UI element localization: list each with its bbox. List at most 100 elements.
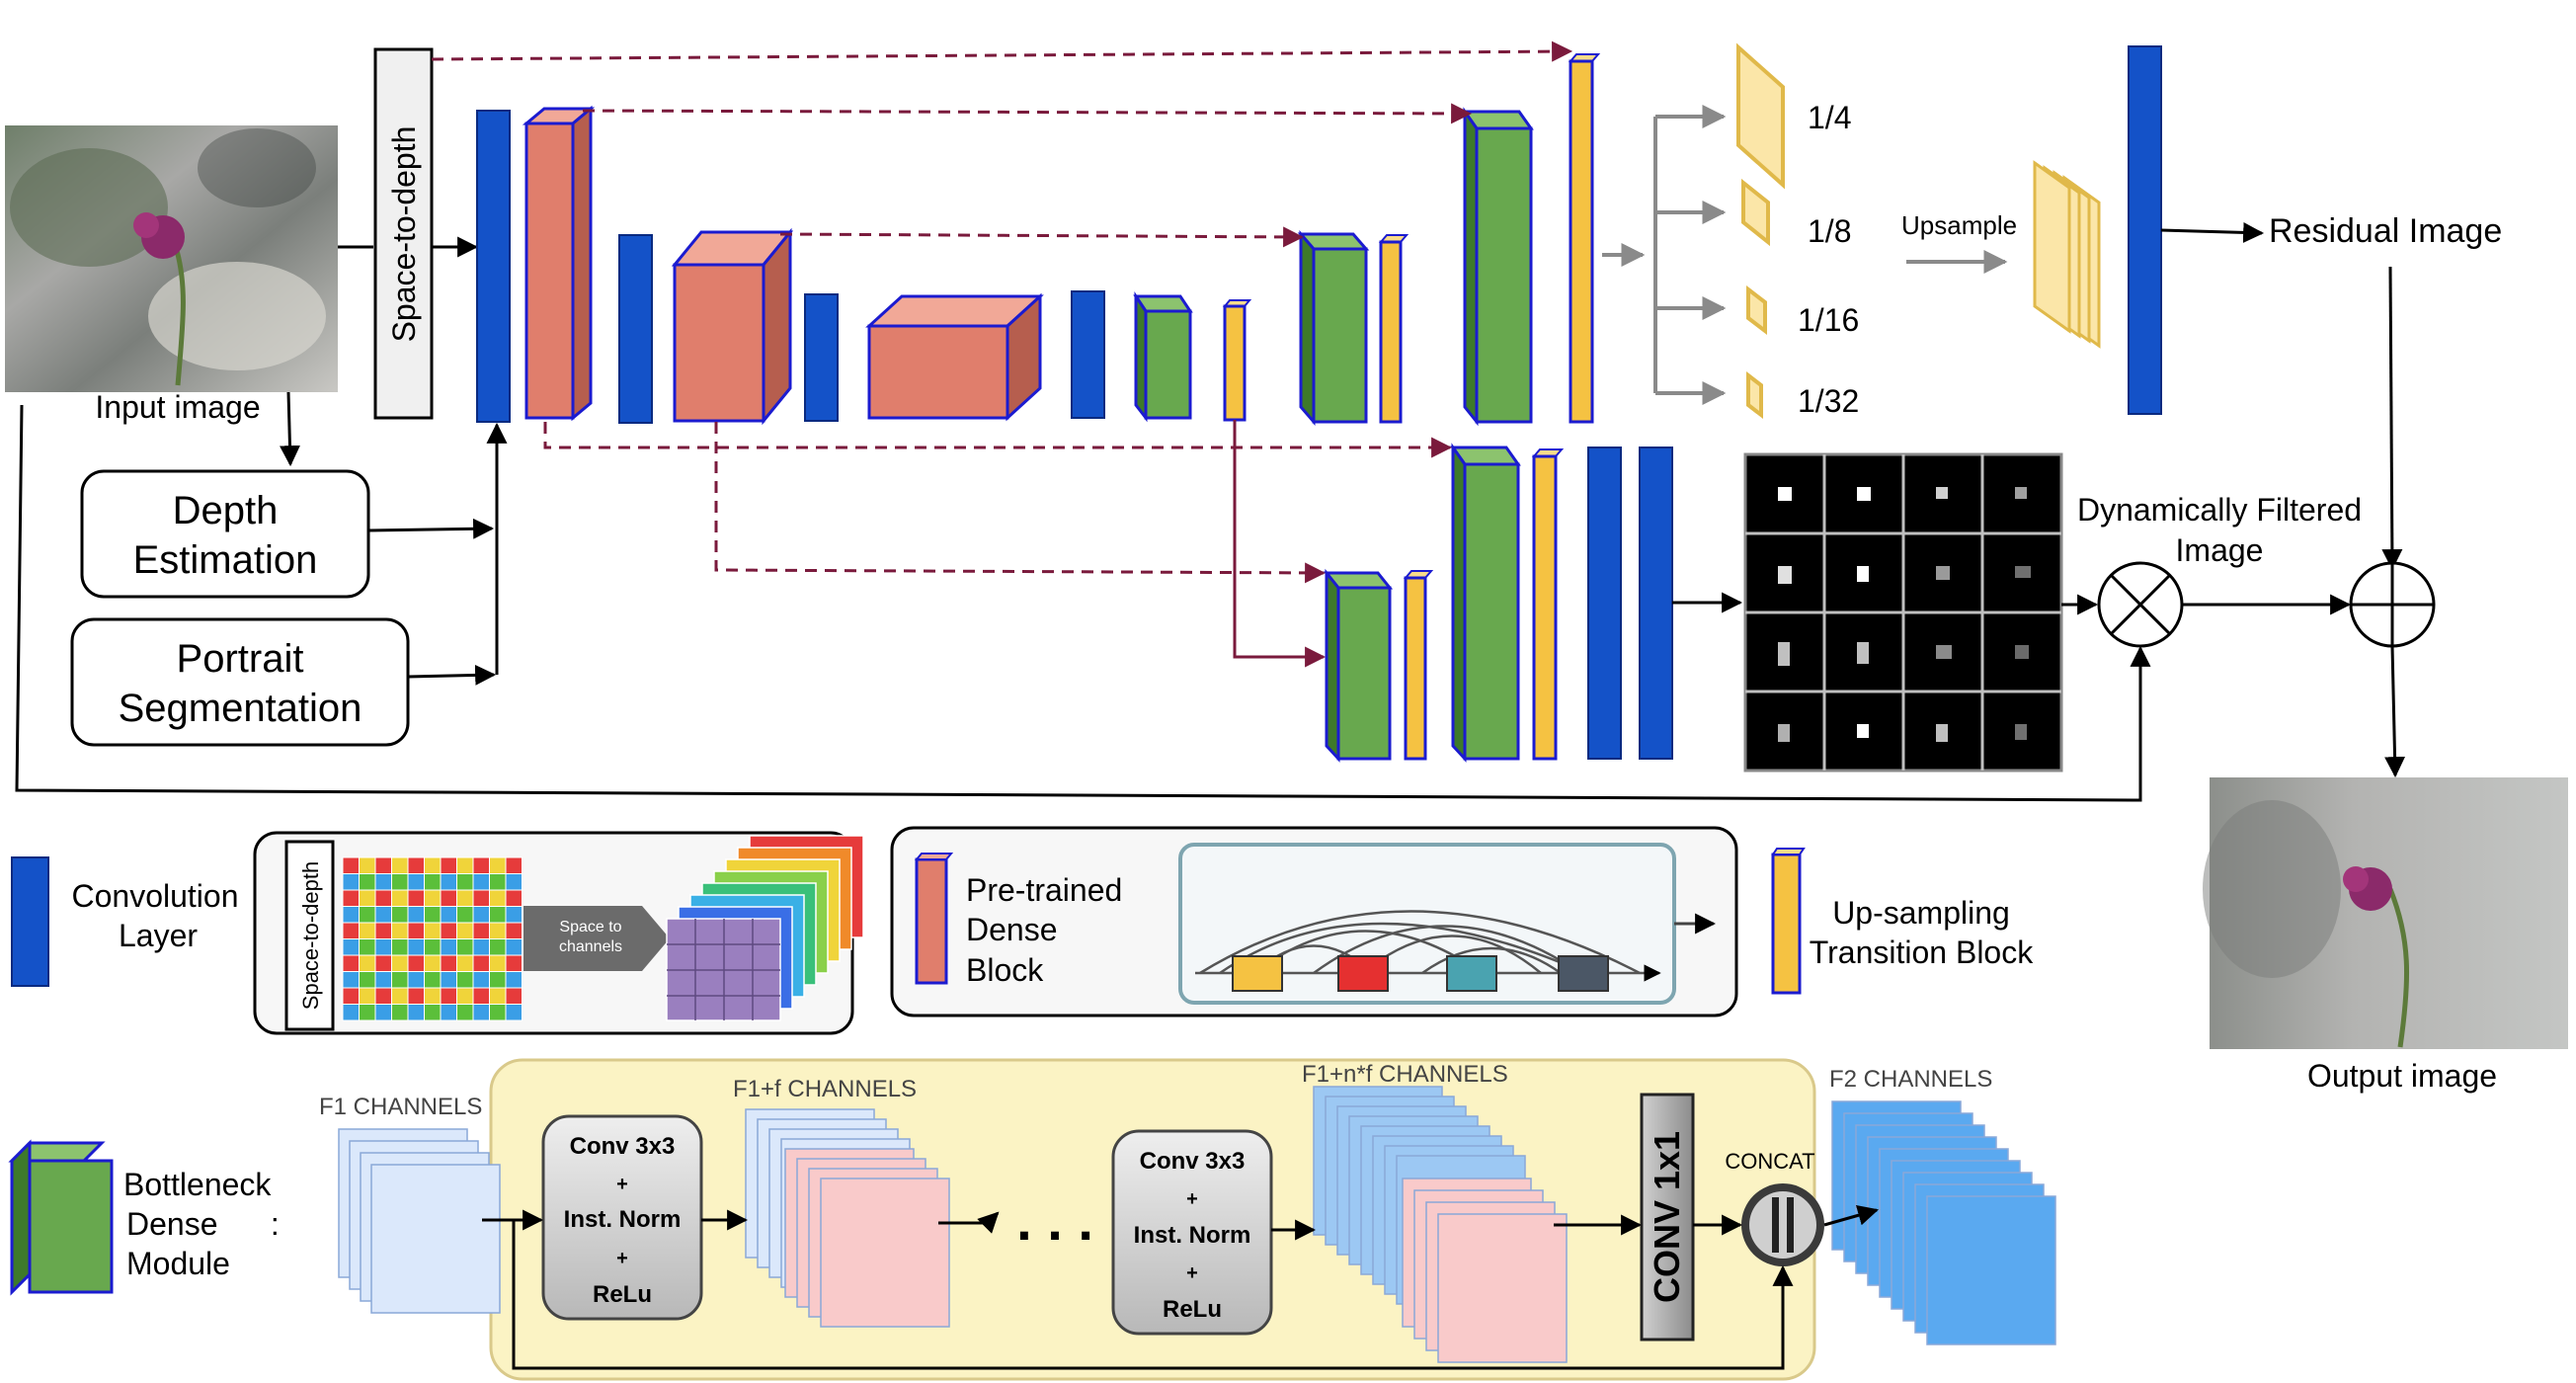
bottleneck-module-upper-2: [1462, 107, 1534, 427]
pixel-cell: [456, 938, 474, 956]
pixel-cell: [424, 906, 442, 924]
conv-block-2: [1111, 1129, 1273, 1336]
concat-icon: [1741, 1183, 1824, 1266]
residual-conv-layer: [2128, 45, 2162, 415]
pixel-cell: [359, 873, 376, 891]
pixel-cell: [472, 856, 490, 874]
f1-feature-stack: [338, 1128, 501, 1314]
legend-dense-line3: Block: [966, 952, 1044, 988]
legend-conv-line1: Convolution: [72, 878, 239, 914]
pixel-cell: [359, 906, 376, 924]
legend-bottleneck-line3: Module: [126, 1246, 230, 1281]
pixel-cell: [489, 971, 507, 989]
conv-block-1-line4: +: [616, 1248, 628, 1269]
scale-label-eighth: 1/8: [1808, 213, 1851, 249]
pixel-cell: [505, 987, 523, 1005]
portrait-segmentation-box: [70, 617, 410, 747]
input-image: [5, 125, 338, 392]
pixel-cell: [342, 889, 360, 907]
bottleneck-module-lower-1: [1323, 568, 1394, 763]
skip-connections: [431, 41, 1573, 668]
pixel-cell: [440, 856, 457, 874]
scale-label-sixteenth: 1/16: [1798, 302, 1859, 338]
pixel-cell: [489, 856, 507, 874]
f2-channels-label: F2 CHANNELS: [1829, 1066, 1992, 1093]
pixel-cell: [342, 954, 360, 972]
pixel-cell: [424, 954, 442, 972]
dynamic-filter-grid: [1743, 452, 2063, 773]
space-to-channels-line1: Space to: [559, 919, 621, 936]
pixel-cell: [407, 906, 425, 924]
pixel-cell: [342, 873, 360, 891]
pixel-cell: [342, 1004, 360, 1021]
pixel-cell: [440, 954, 457, 972]
conv-block-2-line3: Inst. Norm: [1134, 1222, 1251, 1249]
upsampling-block-4: [1403, 570, 1434, 761]
pixel-cell: [342, 938, 360, 956]
pixel-cell: [440, 906, 457, 924]
pixel-cell: [407, 971, 425, 989]
conv-block-2-line5: ReLu: [1163, 1296, 1222, 1323]
pixel-cell: [424, 971, 442, 989]
conv-layer-4: [1071, 290, 1105, 419]
feature-map: [820, 1178, 950, 1328]
conv-block-1-line2: +: [616, 1174, 628, 1195]
pixel-cell: [374, 954, 392, 972]
scale-label-quarter: 1/4: [1808, 100, 1851, 135]
conv1x1-block: [1640, 1093, 1695, 1342]
pixel-cell: [489, 889, 507, 907]
pixel-cell: [424, 938, 442, 956]
legend-bottleneck-swatch: [8, 1139, 114, 1296]
pixel-cell: [424, 922, 442, 939]
pixel-cell: [472, 987, 490, 1005]
pixel-cell: [391, 987, 409, 1005]
f1nf-channels-label: F1+n*f CHANNELS: [1302, 1061, 1508, 1088]
input-image-label: Input image: [95, 389, 260, 425]
dense-block-1: [522, 105, 596, 422]
pixel-cell: [505, 971, 523, 989]
pixel-cell: [359, 922, 376, 939]
pixel-cell: [391, 1004, 409, 1021]
conv-layer-3: [804, 293, 839, 422]
multiply-operator: [2097, 561, 2184, 648]
f1-channels-label: F1 CHANNELS: [319, 1094, 482, 1120]
upsampling-block-1: [1222, 299, 1252, 422]
bottleneck-module-lower-2: [1450, 443, 1521, 763]
pixel-cell: [407, 922, 425, 939]
f1nf-feature-stack: [1313, 1086, 1568, 1363]
pixel-cell: [456, 873, 474, 891]
pixel-cell: [505, 889, 523, 907]
pixel-cell: [440, 889, 457, 907]
upsampling-block-5: [1531, 448, 1565, 761]
pixel-cell: [374, 922, 392, 939]
pixel-cell: [505, 906, 523, 924]
f1f-feature-stack: [745, 1108, 950, 1328]
dynamic-filtered-line1: Dynamically Filtered: [2077, 492, 2362, 528]
pixel-cell: [440, 873, 457, 891]
scale-label-thirtysecond: 1/32: [1798, 383, 1859, 419]
pixel-cell: [489, 1004, 507, 1021]
conv-block-1-line5: ReLu: [593, 1281, 652, 1308]
legend-conv-line2: Layer: [119, 918, 198, 953]
pixel-cell: [342, 987, 360, 1005]
pixel-cell: [472, 971, 490, 989]
dense-block-2: [671, 227, 794, 426]
pixel-cell: [456, 889, 474, 907]
conv-layer-6: [1639, 447, 1673, 760]
colored-pixel-grid: [342, 856, 523, 1021]
legend-dense-line2: Dense: [966, 912, 1058, 947]
pixel-cell: [472, 906, 490, 924]
upsample-label: Upsample: [1901, 210, 2017, 240]
pixel-cell: [472, 873, 490, 891]
pixel-cell: [359, 987, 376, 1005]
conv-block-2-line4: +: [1186, 1262, 1198, 1284]
output-image: [2203, 777, 2568, 1049]
space-to-channels-arrow: [523, 906, 670, 971]
feature-map: [1437, 1213, 1568, 1363]
conv-layer-1: [476, 110, 511, 423]
pixel-cell: [407, 1004, 425, 1021]
pixel-cell: [391, 922, 409, 939]
pixel-cell: [374, 889, 392, 907]
legend-dense-swatch: [914, 853, 954, 985]
